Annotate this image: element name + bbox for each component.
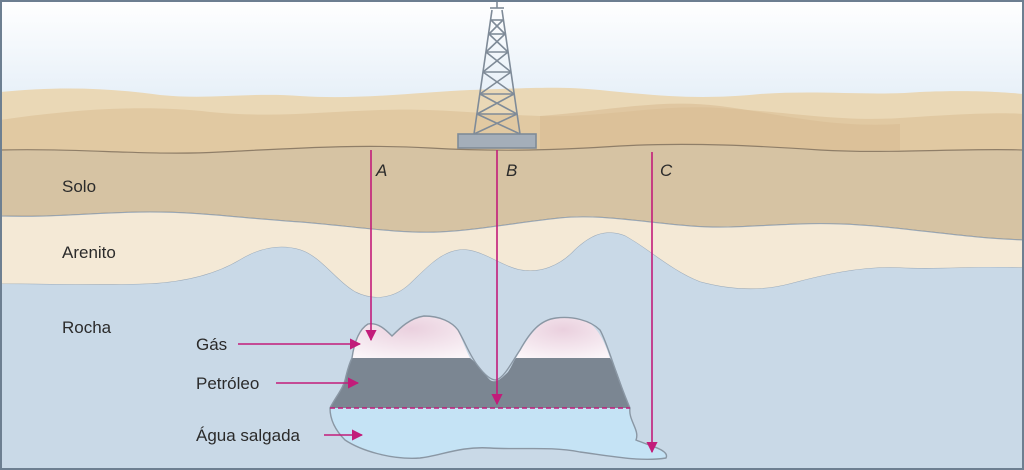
- rock-label: Rocha: [62, 318, 112, 337]
- oil-zone: [330, 358, 630, 408]
- gas-zone-left: [352, 316, 470, 358]
- well-c-label: C: [660, 161, 673, 180]
- rock-layer: [0, 232, 1024, 470]
- salt-water-zone: [330, 408, 667, 460]
- gas-label: Gás: [196, 335, 227, 354]
- well-b-label: B: [506, 161, 517, 180]
- dunes-shade: [540, 103, 900, 150]
- reservoir-outline: [329, 315, 668, 460]
- gas-zone-right: [516, 317, 610, 358]
- soil-label: Solo: [62, 177, 96, 196]
- well-a-label: A: [375, 161, 387, 180]
- sandstone-label: Arenito: [62, 243, 116, 262]
- drilling-rig: [457, 0, 537, 149]
- salt-water-label: Água salgada: [196, 426, 301, 445]
- oil-label: Petróleo: [196, 374, 259, 393]
